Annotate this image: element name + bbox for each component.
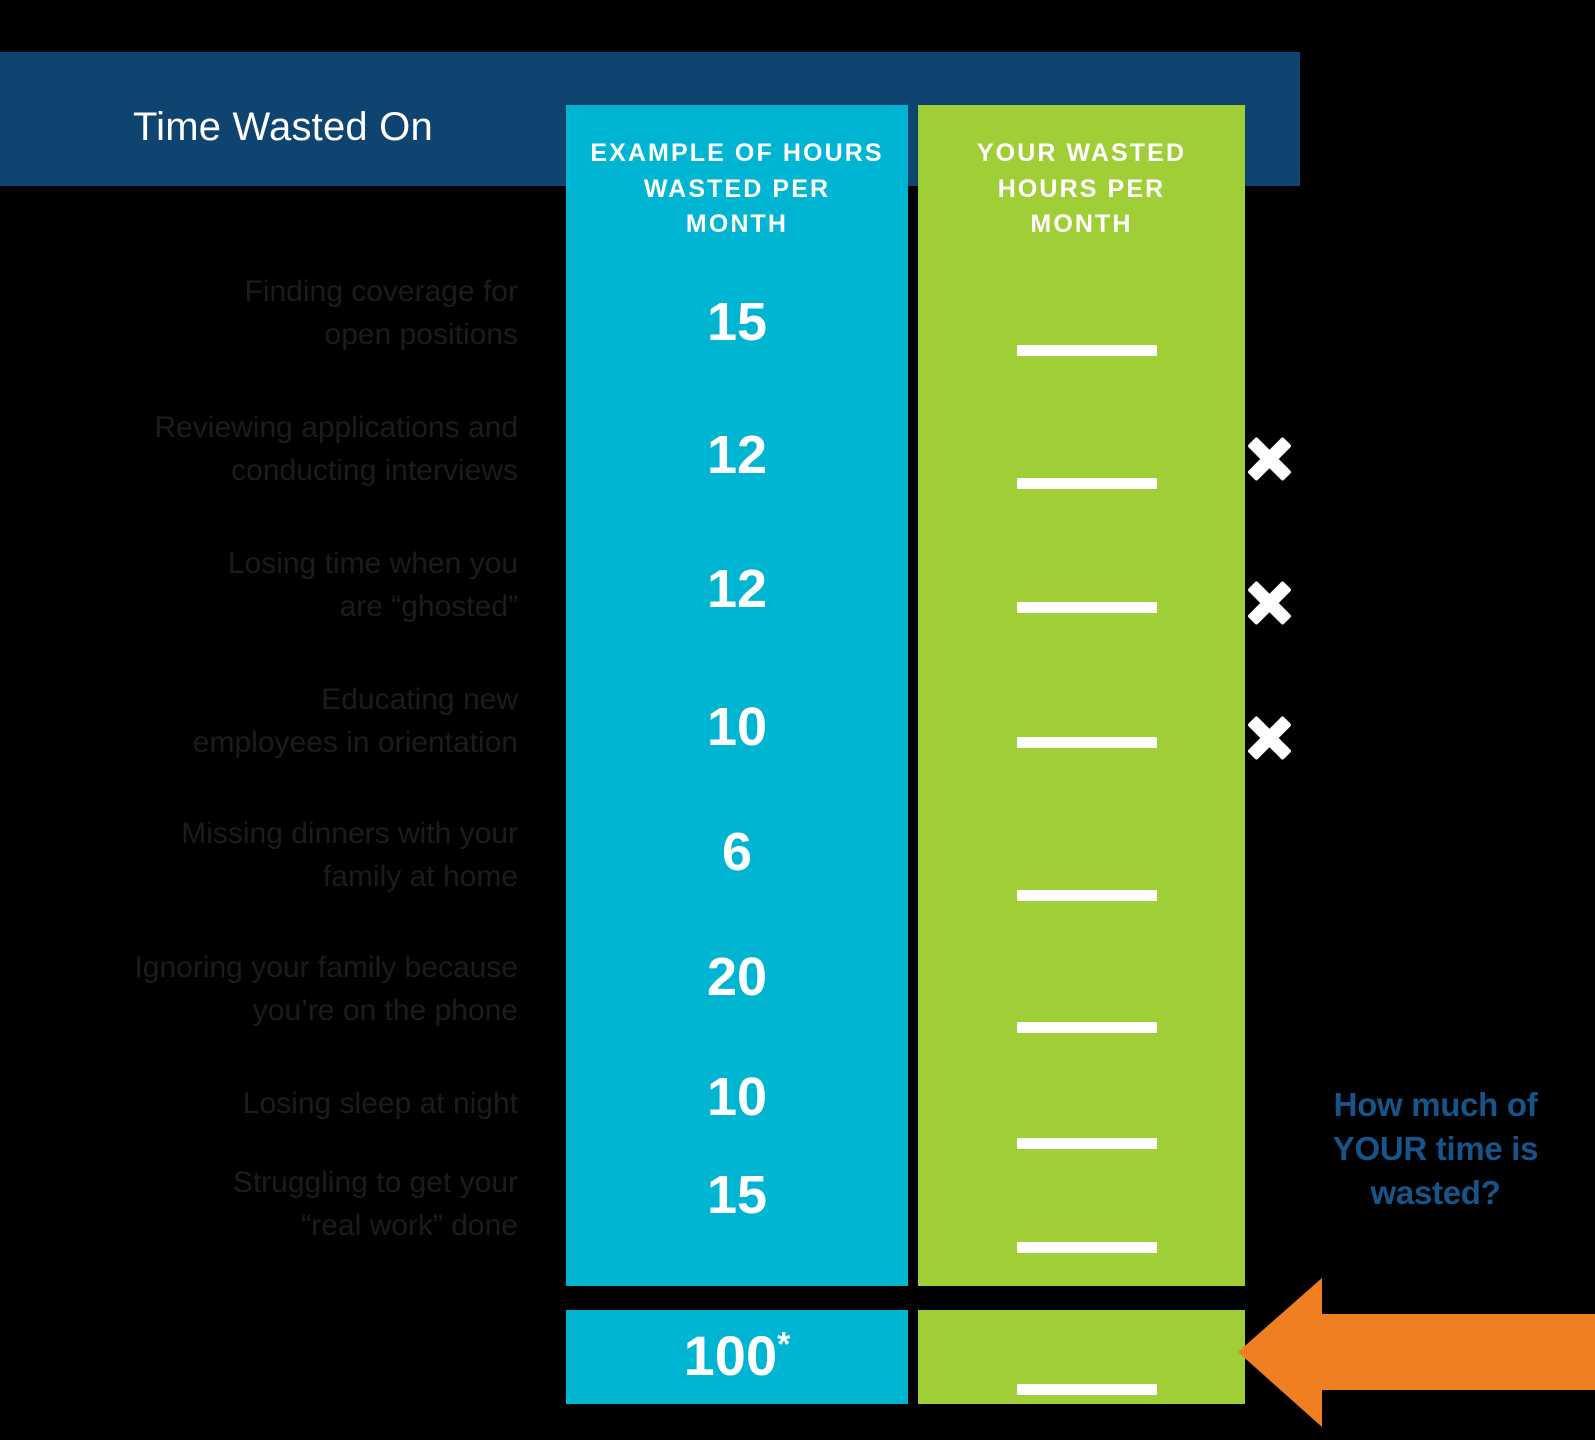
row-label-5-line1: Ignoring your family because [134,951,518,984]
your-hours-blank-3[interactable] [1017,737,1157,748]
callout-line1: How much of [1333,1086,1538,1123]
row-label-4: Missing dinners with your family at home [0,812,518,898]
column-example-hours: EXAMPLE OF HOURS WASTED PER MONTH [566,105,908,1286]
row-label-1-line1: Reviewing applications and [154,411,518,444]
example-hours-value-3: 10 [706,697,768,757]
total-example-cell [566,1310,908,1404]
your-hours-blank-6[interactable] [1017,1138,1157,1149]
total-example-value: 100* [566,1325,908,1384]
example-hours-value-0: 15 [706,292,768,352]
your-hours-blank-5[interactable] [1017,1022,1157,1033]
row-label-6: Losing sleep at night [0,1082,518,1125]
row-label-4-line2: family at home [322,860,518,894]
your-hours-blank-1[interactable] [1017,478,1157,489]
row-label-1-line2: conducting interviews [231,454,518,488]
your-hours-blank-7[interactable] [1017,1242,1157,1253]
row-label-6-line1: Losing sleep at night [242,1087,518,1120]
example-hours-value-7: 15 [706,1165,768,1225]
row-label-5: Ignoring your family because you’re on t… [0,946,518,1032]
row-label-3-line2: employees in orientation [192,726,518,760]
column-header-example: EXAMPLE OF HOURS WASTED PER MONTH [590,139,884,238]
row-label-3: Educating new employees in orientation [0,678,518,764]
x-mark-icon-1 [1246,580,1292,626]
page-title: Time Wasted On [133,105,433,149]
row-label-7-line2: “real work” done [301,1209,518,1243]
your-hours-blank-0[interactable] [1017,345,1157,356]
example-hours-value-4: 6 [721,822,753,882]
row-label-0: Finding coverage for open positions [0,270,519,356]
row-label-1: Reviewing applications and conducting in… [0,406,518,492]
x-mark-icon-0 [1246,436,1292,482]
x-mark-icon-2 [1246,715,1292,761]
arrow-left-icon [1238,1264,1595,1440]
example-hours-value-6: 10 [706,1067,768,1127]
example-hours-value-5: 20 [706,947,768,1007]
total-example-number: 100 [683,1324,778,1387]
row-label-4-line1: Missing dinners with your [181,817,518,850]
row-label-2-line1: Losing time when you [227,547,518,580]
row-label-2-line2: are “ghosted” [339,590,518,624]
total-example-footnote: * [777,1325,791,1364]
your-hours-blank-4[interactable] [1017,890,1157,901]
column-your-hours: YOUR WASTED HOURS PER MONTH [918,105,1245,1286]
row-label-0-line2: open positions [324,318,518,352]
column-header-yours: YOUR WASTED HOURS PER MONTH [976,139,1187,238]
row-label-3-line1: Educating new [321,683,518,716]
row-label-7-line1: Struggling to get your [232,1166,518,1199]
row-label-5-line2: you’re on the phone [252,994,518,1028]
row-label-0-line1: Finding coverage for [244,275,519,308]
callout-line3: wasted? [1370,1173,1501,1211]
your-hours-blank-2[interactable] [1017,602,1157,613]
total-your-blank[interactable] [1017,1384,1157,1395]
row-label-7: Struggling to get your “real work” done [0,1161,518,1247]
callout-line2: YOUR time is [1332,1129,1539,1167]
callout-question: How much of YOUR time is wasted? [1288,1083,1583,1215]
example-hours-value-1: 12 [706,425,768,485]
example-hours-value-2: 12 [706,559,768,619]
row-label-2: Losing time when you are “ghosted” [0,542,518,628]
